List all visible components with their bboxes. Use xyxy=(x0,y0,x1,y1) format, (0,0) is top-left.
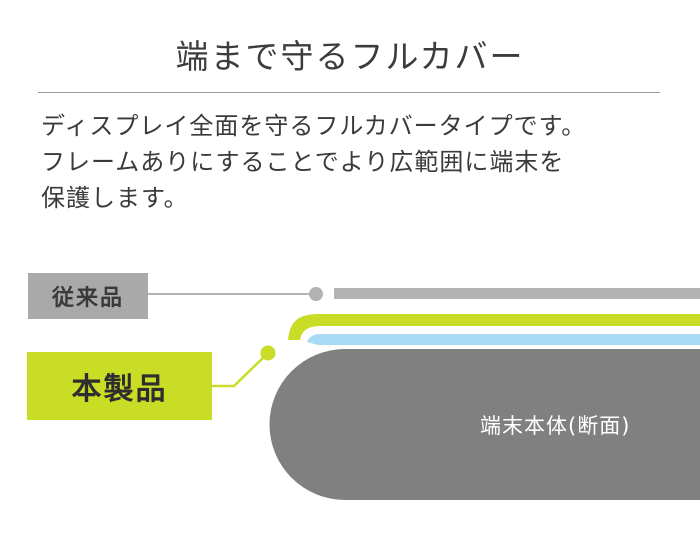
device-body xyxy=(269,349,700,500)
this-product-label: 本製品 xyxy=(27,352,212,420)
description-line-3: 保護します。 xyxy=(41,184,189,212)
description-line-1: ディスプレイ全面を守るフルカバータイプです。 xyxy=(41,112,587,140)
description-line-2: フレームありにすることでより広範囲に端末を xyxy=(41,148,565,176)
page-title: 端まで守るフルカバー xyxy=(175,37,525,76)
conventional-film xyxy=(334,288,700,299)
title-divider xyxy=(38,92,660,93)
device-label: 端末本体(断面) xyxy=(480,414,631,438)
product-frame xyxy=(288,314,700,340)
conventional-leader-dot xyxy=(309,287,323,301)
product-leader-dot xyxy=(260,345,276,361)
product-leader-line xyxy=(212,352,269,388)
product-glass xyxy=(307,334,700,345)
description: ディスプレイ全面を守るフルカバータイプです。 フレームありにすることでより広範囲… xyxy=(41,108,681,216)
conventional-label: 従来品 xyxy=(28,273,148,319)
